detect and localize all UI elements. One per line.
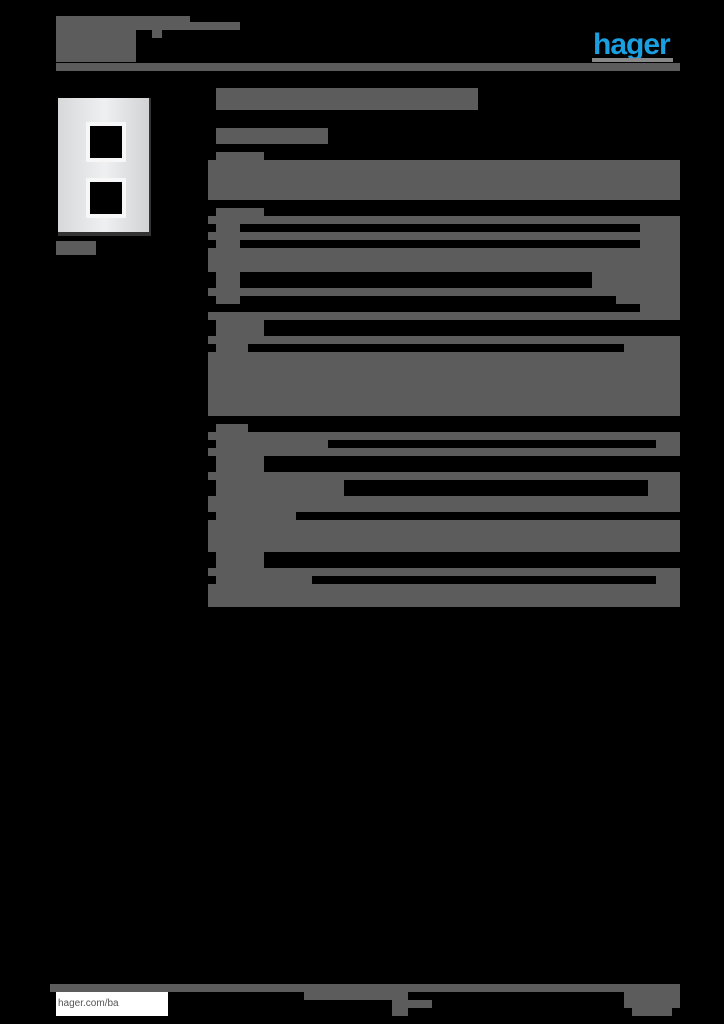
section-4-row: [208, 432, 680, 440]
footer-center-text-2: [392, 1000, 432, 1008]
section-4-row: [656, 576, 680, 584]
header-title-part: [56, 22, 240, 30]
section-2-row: [208, 232, 680, 240]
section-2-row: [208, 216, 680, 224]
section-4-row: [208, 472, 680, 480]
section-2-row: [208, 248, 680, 272]
section-4-row: [208, 584, 680, 607]
section-2-heading: ■■■■: [216, 208, 264, 218]
hager-logo: hager: [593, 28, 671, 61]
section-2-row: [592, 272, 640, 288]
section-4-row: [208, 520, 680, 552]
section-4-row: [208, 448, 680, 456]
section-3-row: [208, 336, 680, 344]
section-1-heading: ■■■■: [216, 152, 264, 162]
frame-opening-bottom: [86, 178, 126, 218]
footer-divider: [50, 984, 680, 992]
frame-opening-top: [86, 122, 126, 162]
section-4-row: [208, 568, 680, 576]
product-image: [58, 98, 151, 236]
footer-url-link[interactable]: hager.com/ba: [56, 992, 168, 1016]
logo-underline: [592, 58, 673, 62]
product-reference: ■■■■■■■■■■■■: [216, 128, 328, 144]
section-4-row: [208, 496, 680, 512]
section-4-row: [216, 456, 264, 472]
section-2-row: [208, 312, 680, 320]
section-3-row: [624, 336, 680, 356]
footer-center-text-3: [392, 1008, 408, 1016]
product-title: ■■■■■■■■■ ■■■■■■■■■■: [216, 88, 478, 110]
footer-center-text: ■■■■■■■■: [304, 992, 408, 1000]
header-subtitle-mark: [152, 30, 162, 38]
section-1-table: [208, 160, 680, 200]
section-2-row: [616, 296, 680, 304]
section-4-row: [216, 576, 312, 584]
section-3-table: [208, 352, 680, 416]
footer-page-number: ■■■: [624, 984, 680, 1008]
header-subtitle: ■■■■■■■: [56, 28, 136, 62]
product-caption: ■■■■■: [56, 241, 96, 255]
footer-page-number-2: [632, 1008, 672, 1016]
section-4-row: [216, 552, 264, 568]
header-divider: [56, 63, 680, 71]
section-4-row: [216, 512, 296, 520]
section-4-row: [648, 480, 680, 496]
section-4-heading: ■■■: [216, 424, 248, 434]
section-4-row: [216, 480, 344, 496]
section-3-row: [216, 344, 248, 352]
section-3-heading: ■■■: [216, 320, 264, 336]
section-2-row: [208, 288, 680, 296]
